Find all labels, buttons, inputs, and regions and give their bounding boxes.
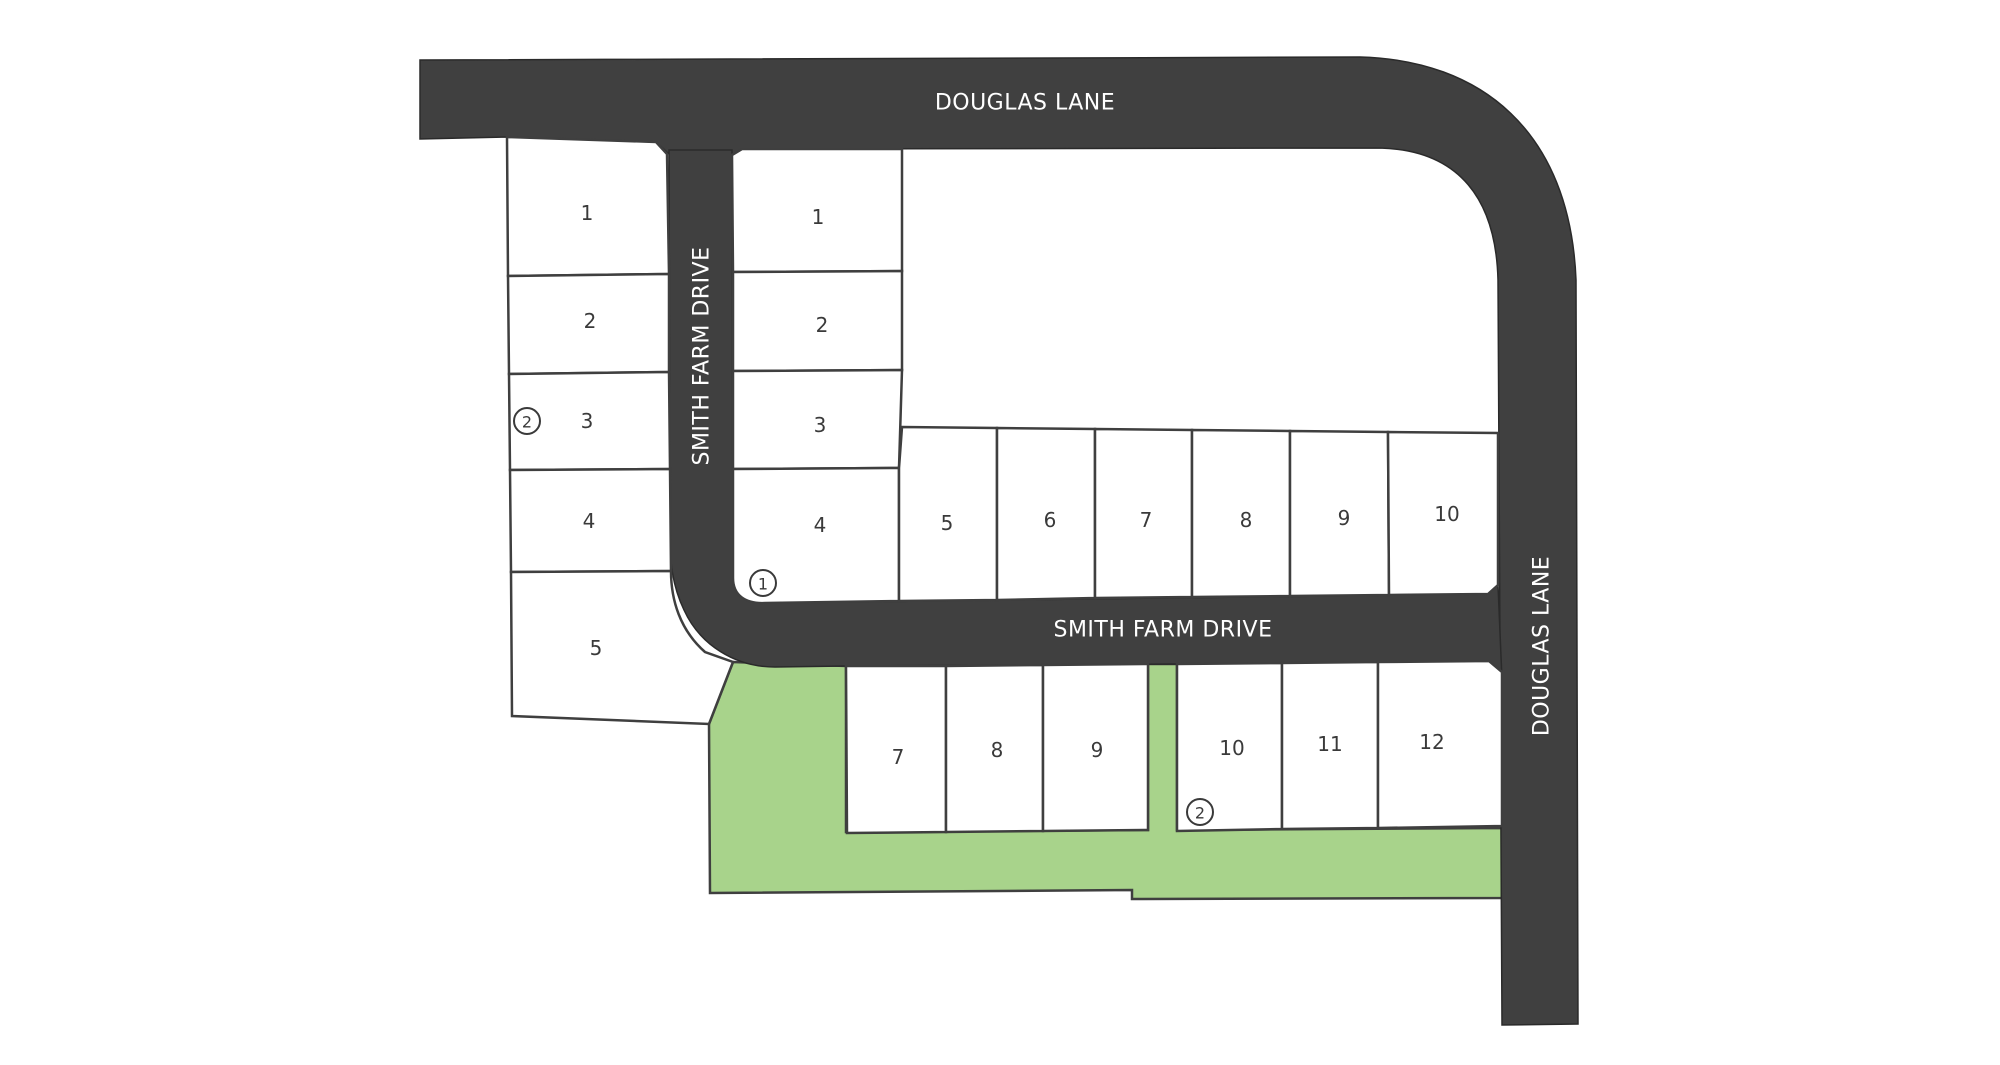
marker-label: 2: [1195, 804, 1205, 823]
lot-west-4[interactable]: [508, 467, 673, 574]
lot-south-8[interactable]: [944, 663, 1045, 834]
lot-group-east: 1 2 3 4: [730, 147, 904, 605]
lot-group-north-row: 5 6 7 8 9 10: [897, 425, 1500, 603]
marker-label: 2: [522, 413, 532, 432]
lot-south-7[interactable]: [844, 664, 948, 835]
road-douglas-lane: [419, 56, 1579, 1026]
lot-east-3[interactable]: [731, 368, 904, 471]
lot-north-10[interactable]: [1386, 430, 1500, 597]
lot-north-7[interactable]: [1093, 427, 1194, 600]
road-label-smith-farm-drive-horizontal: SMITH FARM DRIVE: [1053, 618, 1272, 643]
lot-west-1[interactable]: [505, 135, 671, 278]
lot-east-2[interactable]: [731, 269, 904, 373]
road-label-douglas-lane-top: DOUGLAS LANE: [935, 91, 1115, 116]
marker-east-lot-4[interactable]: 1: [749, 569, 777, 597]
lot-group-south-row-a: 7 8 9: [844, 662, 1150, 835]
road-label-smith-farm-drive-vertical: SMITH FARM DRIVE: [690, 246, 715, 465]
lot-group-south-row-b: 10 11 12: [1175, 659, 1504, 833]
marker-circle-icon: [513, 407, 541, 435]
road-label-douglas-lane-right: DOUGLAS LANE: [1530, 556, 1555, 736]
lot-west-2[interactable]: [506, 272, 671, 376]
lot-south-11[interactable]: [1280, 660, 1380, 831]
lot-east-1[interactable]: [730, 147, 904, 274]
lot-north-5[interactable]: [897, 425, 999, 603]
marker-circle-icon: [1186, 798, 1214, 826]
lot-group-west: 1 2 3 4 5: [505, 135, 735, 726]
lot-west-5[interactable]: [509, 569, 735, 726]
lot-east-4[interactable]: [731, 466, 901, 605]
marker-west-lot-3[interactable]: 2: [513, 407, 541, 435]
lot-south-9[interactable]: [1041, 662, 1150, 833]
lot-north-8[interactable]: [1190, 428, 1292, 599]
lot-north-6[interactable]: [995, 426, 1097, 602]
lot-north-9[interactable]: [1288, 429, 1391, 598]
lot-south-12[interactable]: [1376, 659, 1504, 830]
marker-south-lot-10[interactable]: 2: [1186, 798, 1214, 826]
marker-label: 1: [758, 575, 768, 594]
marker-circle-icon: [749, 569, 777, 597]
